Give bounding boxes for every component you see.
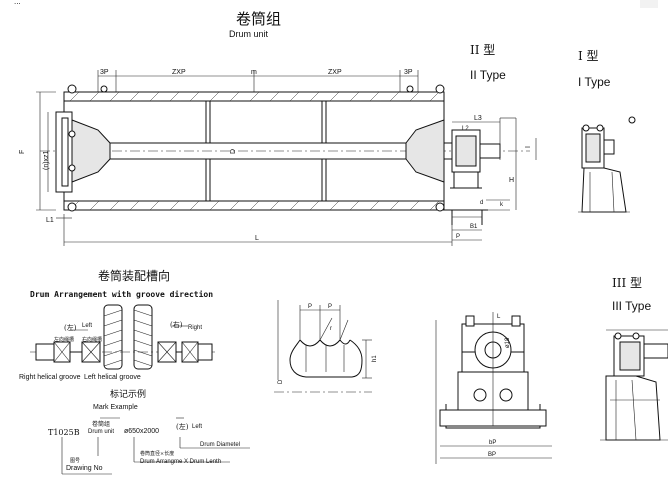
type-ii-en: II Type [470, 68, 506, 82]
mark-drum-diameter: Drum Diametel [200, 442, 240, 448]
mark-example-title-en: Mark Example [93, 404, 138, 411]
dim-m: m [251, 69, 257, 76]
bearing-seat-detail [435, 312, 552, 464]
bearing-d: ø18 [505, 337, 511, 348]
groove-h: h1 [372, 355, 378, 362]
dim-d: D [230, 149, 237, 154]
groove-left-label: Left [82, 323, 92, 329]
bearing-l: L [497, 314, 501, 320]
mark-code: T1025B [48, 428, 80, 437]
main-drum-drawing: 3P ZXP m ZXP 3P [19, 69, 537, 246]
mark-drum-unit-cn: 卷筒组 [92, 420, 110, 428]
groove-right-label: Right [188, 325, 202, 331]
dim-zxp-right: ZXP [328, 69, 342, 76]
dim-3p-right: 3P [404, 69, 413, 76]
groove-d: D [278, 379, 284, 384]
caption-left-helical: Left helical groove [84, 374, 141, 381]
groove-p1: P [308, 304, 312, 310]
dim-l3: L3 [474, 115, 482, 122]
dim-b1: B1 [470, 224, 478, 230]
mark-size: ø650x2000 [124, 428, 159, 435]
dim-p: P [456, 234, 460, 240]
drum-unit-title-cn: 卷筒组 [236, 10, 281, 28]
type-i-en: I Type [578, 75, 611, 89]
dim-nxz1: (n)xz1 [43, 150, 50, 170]
mark-drawing-no-en: Drawing No [66, 465, 103, 472]
dim-d-small: d [480, 200, 483, 206]
drum-unit-title-en: Drum unit [229, 29, 269, 39]
groove-title-cn: 卷筒装配槽向 [98, 268, 170, 283]
mark-arrangement-cn: 卷筒直径×长度 [140, 450, 174, 457]
bearing-b: bP [489, 440, 496, 446]
mark-drawing-no-cn: 图号 [70, 458, 80, 464]
type-i-cn: I 型 [578, 49, 599, 63]
groove-p2: P [328, 304, 332, 310]
groove-right-mark: (右) [170, 320, 183, 329]
mark-example-title-cn: 标记示例 [110, 388, 146, 400]
corner-mark [640, 0, 658, 8]
caption-right-helical: Right helical groove [19, 374, 81, 381]
dim-l1: L1 [46, 217, 54, 224]
mark-arrangement-en: Drum Arrangme X Drum Lenth [140, 459, 221, 465]
dim-h: H [509, 177, 514, 184]
dim-k: k [500, 202, 504, 208]
dim-l2: L2 [462, 126, 469, 132]
type-ii-cn: II 型 [470, 43, 495, 57]
mark-drum-unit-en: Drum unit [88, 429, 114, 435]
type-iii-bearing-view [600, 329, 668, 441]
bearing-bp: BP [488, 452, 496, 458]
type-i-bearing-view [578, 116, 636, 213]
mark-left-en: Left [192, 424, 202, 430]
groove-title-en: Drum Arrangement with groove direction [30, 289, 213, 299]
type-iii-cn: III 型 [612, 276, 642, 290]
mark-example-leaders [61, 417, 250, 475]
header-fragment: ... [14, 0, 21, 6]
type-iii-en: III Type [612, 299, 651, 313]
groove-r: r [330, 326, 332, 332]
mark-left-mark: (左) [176, 422, 189, 431]
dim-zxp-left: ZXP [172, 69, 186, 76]
groove-arrangement-diagram [30, 304, 215, 370]
dim-3p-left: 3P [100, 69, 109, 76]
dim-l: L [255, 235, 259, 242]
dim-i: I [525, 146, 532, 148]
groove-profile-detail [274, 300, 372, 393]
dim-f: F [19, 150, 26, 154]
groove-box-right: 右向绳槽 [82, 336, 102, 343]
groove-box-left: 左向绳槽 [54, 336, 74, 343]
groove-left-mark: (左) [64, 323, 77, 332]
